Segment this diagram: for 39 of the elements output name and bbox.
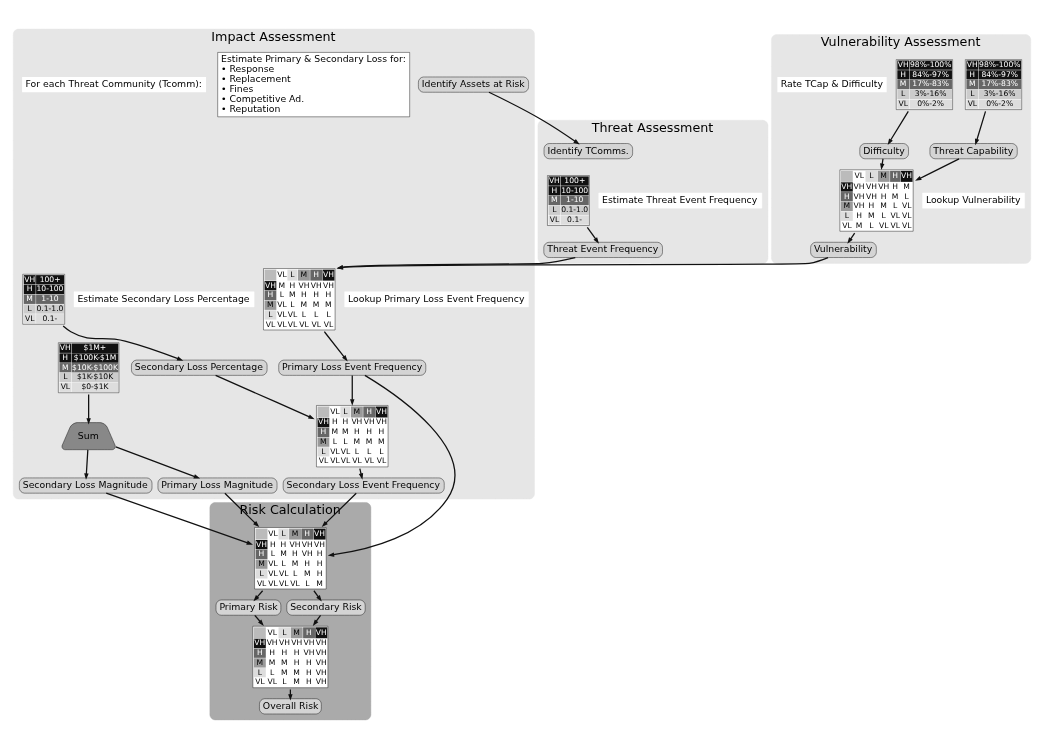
label: Rate TCap & Difficulty	[780, 77, 884, 89]
arrow	[350, 374, 355, 406]
arrow	[586, 226, 599, 244]
node-box: Primary Loss Magnitude	[157, 477, 278, 493]
node-label: Lookup Primary Loss Event Frequency	[348, 292, 525, 304]
arrow	[323, 330, 348, 361]
node-box: Primary Loss Event Frequency	[278, 359, 426, 376]
node-box: Identify Assets at Risk	[418, 76, 529, 92]
node-box: Secondary Loss Magnitude	[19, 477, 153, 493]
node-box: Secondary Loss Event Frequency	[282, 477, 445, 493]
arrow	[254, 614, 264, 626]
arrow	[974, 110, 987, 145]
node-box: Difficulty	[859, 142, 909, 159]
node-label: Lookup Vulnerability	[925, 193, 1021, 205]
node-box: Overall Risk	[259, 698, 322, 714]
arrow	[86, 393, 91, 425]
arrow	[887, 110, 909, 145]
node-box: Identify TComms.	[543, 142, 633, 159]
node-box: Threat Capability	[929, 142, 1018, 159]
label: For each Threat Community (Tcomm):	[25, 77, 203, 89]
node-label: Estimate Threat Event Frequency	[602, 193, 758, 205]
node-box: Secondary Risk	[286, 599, 366, 615]
node-box: Primary Risk	[215, 599, 282, 615]
arrow	[115, 445, 201, 479]
arrow	[488, 91, 580, 145]
arrow	[321, 492, 357, 527]
arrow	[224, 492, 260, 527]
node-box: Vulnerability	[810, 241, 877, 258]
node-box: Secondary Loss Percentage	[131, 359, 268, 376]
node-box: Threat Event Frequency	[543, 241, 663, 258]
arrow	[915, 157, 960, 181]
arrow	[313, 589, 322, 601]
arrow	[215, 374, 315, 419]
node-box: Estimate Primary & Secondary Loss for: • Response • Replacement • Fines • Competitive Ad. • Reputation	[217, 51, 410, 117]
arrow	[105, 492, 253, 545]
arrow	[84, 448, 89, 480]
arrow	[253, 589, 264, 601]
arrow	[312, 614, 322, 626]
node-label: Estimate Secondary Loss Percentage	[77, 292, 250, 304]
